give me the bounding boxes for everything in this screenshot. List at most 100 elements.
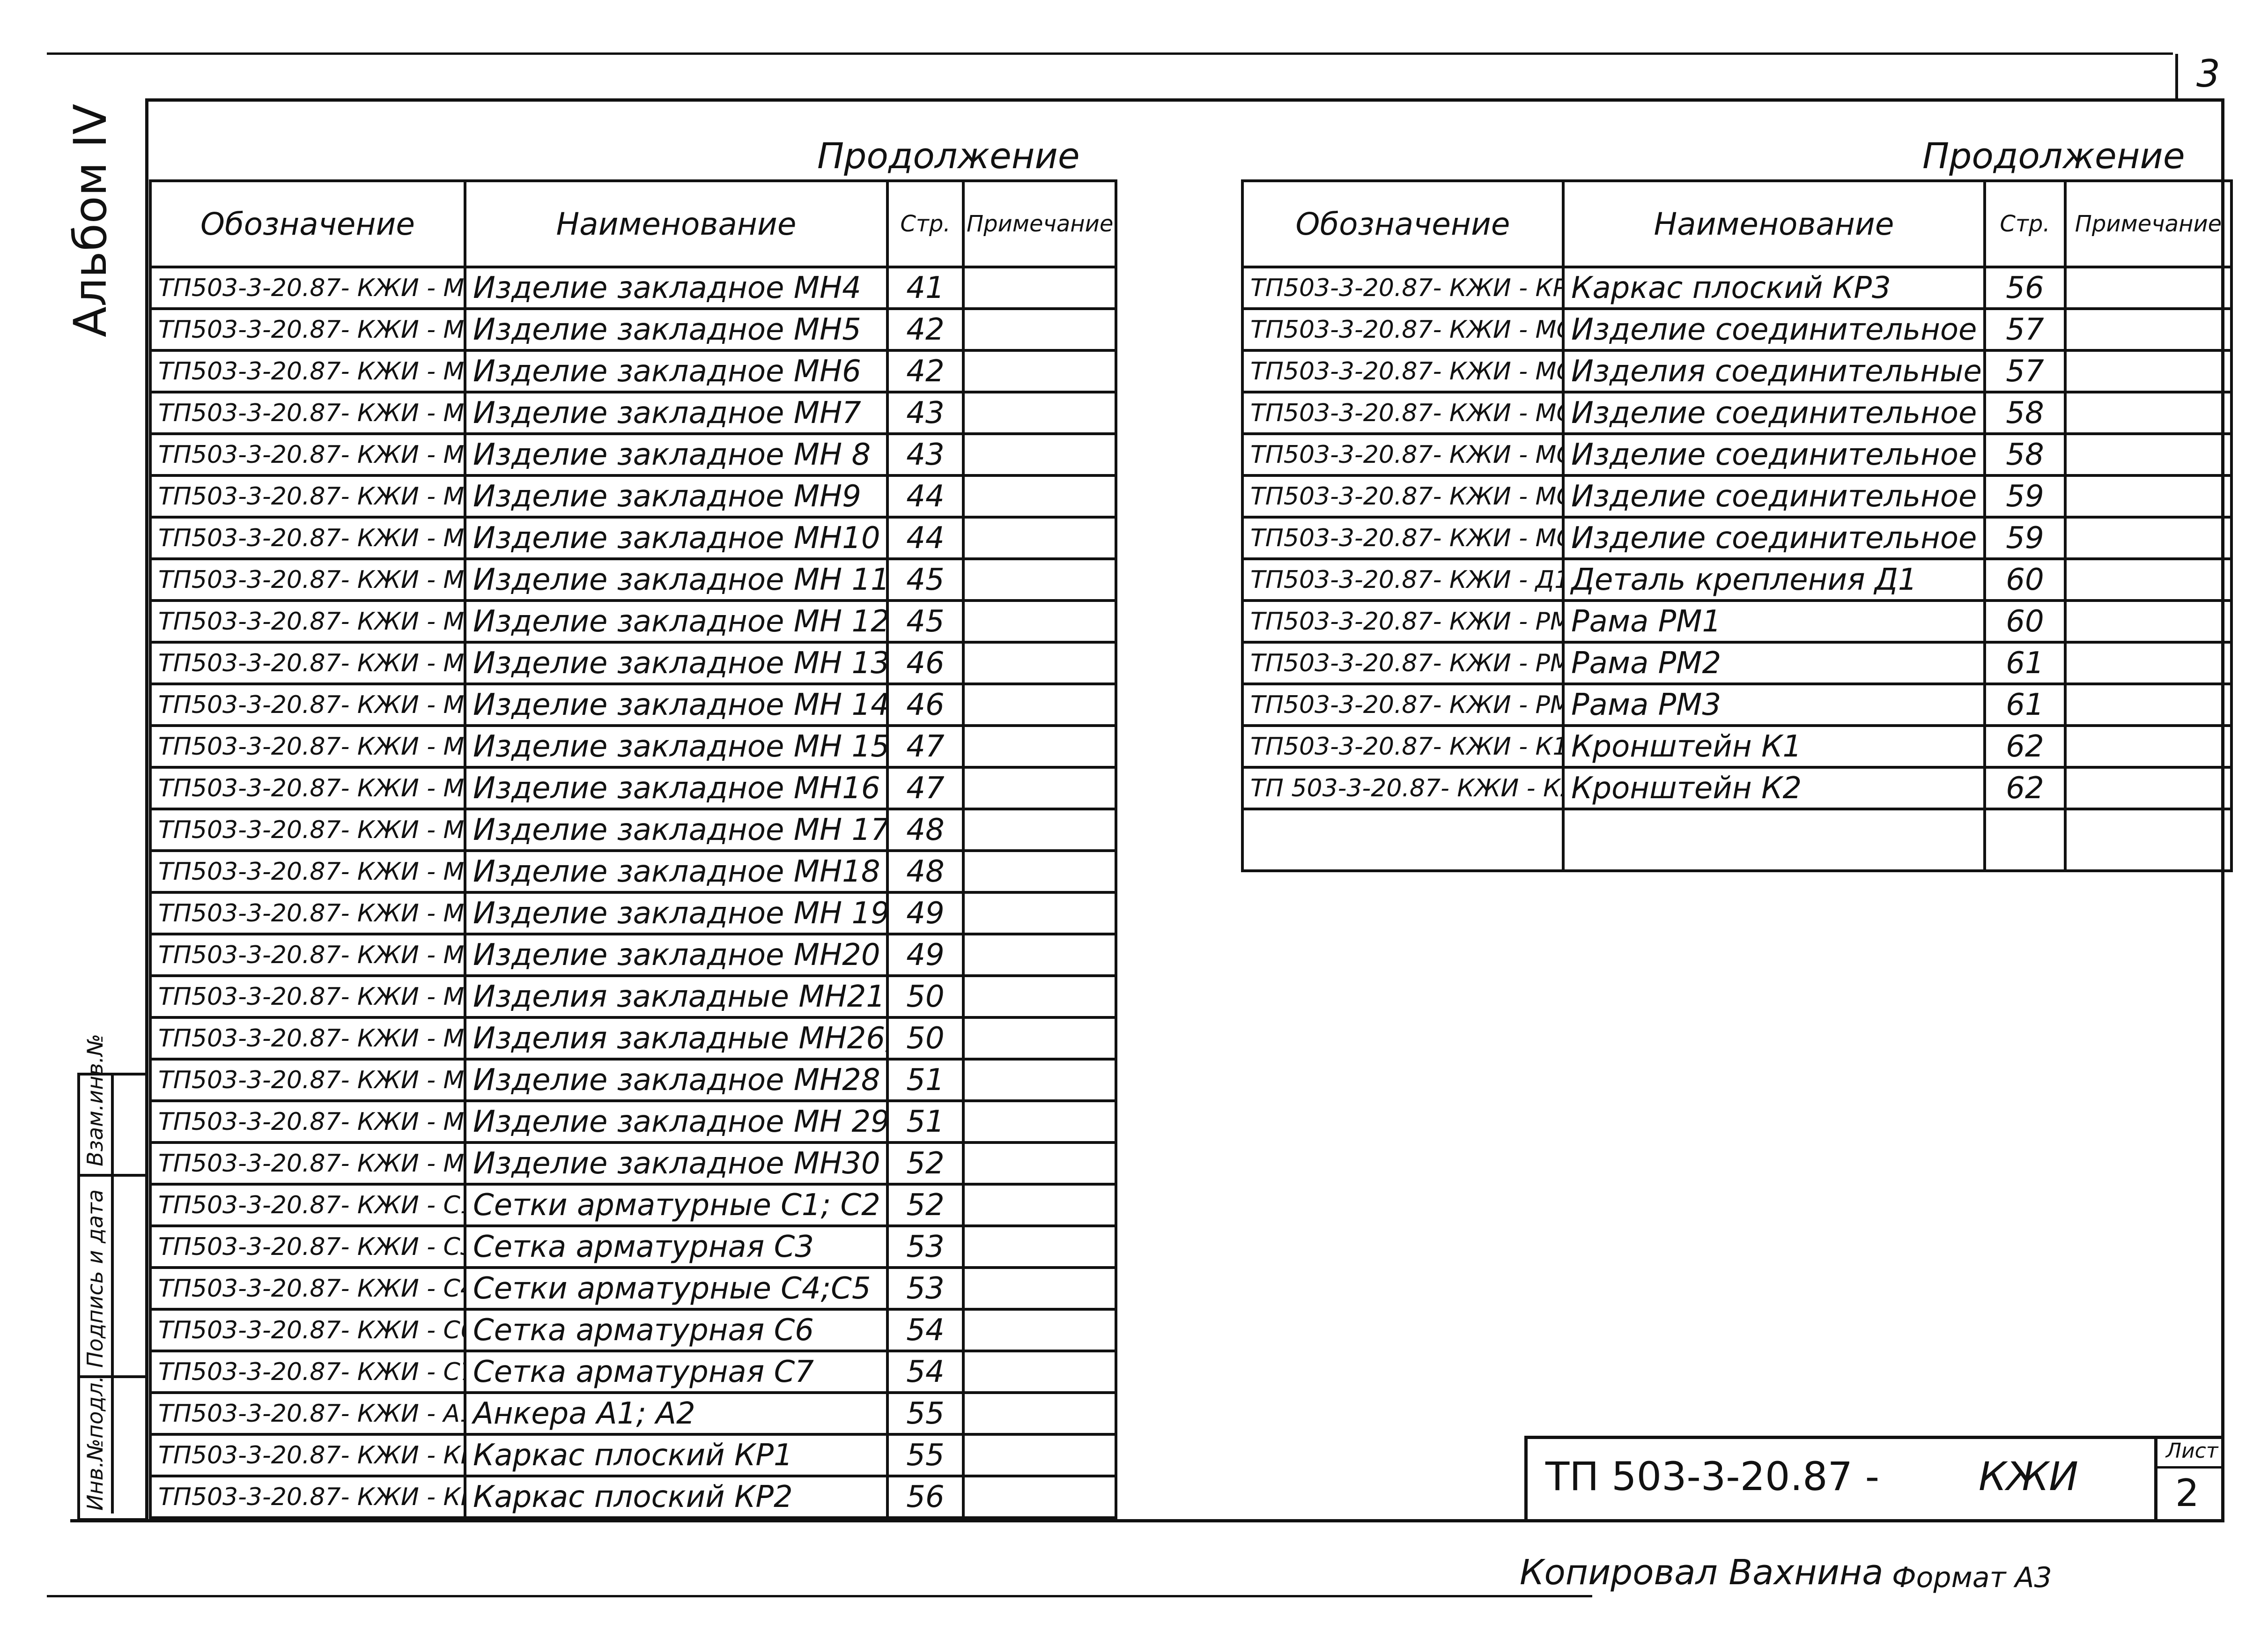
empty-cell — [1983, 808, 2067, 872]
page-cell: 42 — [886, 349, 965, 393]
copied-by-label: Копировал Вахнина — [1520, 1552, 1884, 1593]
side-stamp-divider — [111, 1076, 114, 1513]
note-cell — [962, 1099, 1117, 1144]
designation-cell: ТП503-3-20.87- КЖИ - С7 — [149, 1350, 466, 1394]
designation-cell: ТП503-3-20.87- КЖИ - РМ3 — [1241, 682, 1565, 727]
name-cell: Изделие закладное МН9 — [464, 474, 889, 519]
note-cell — [962, 1224, 1117, 1269]
right-table-header-row: Обозначение Наименование Стр. Примечание — [1241, 179, 2233, 268]
designation-cell: ТП503-3-20.87- КЖИ - МН26,МН27 — [149, 1016, 466, 1061]
note-cell — [962, 724, 1117, 769]
designation-cell: ТП503-3-20.87- КЖИ - МН9 — [149, 474, 466, 519]
name-cell: Изделие закладное МН 11 — [464, 557, 889, 602]
page-cell: 48 — [886, 808, 965, 852]
page-cell: 62 — [1983, 766, 2067, 810]
table-row: ТП503-3-20.87- КЖИ - МН18Изделие закладн… — [149, 849, 1117, 894]
note-cell — [962, 599, 1117, 644]
page-cell: 50 — [886, 974, 965, 1019]
page-cell: 53 — [886, 1266, 965, 1311]
name-cell: Рама РМ2 — [1562, 641, 1986, 685]
name-cell: Изделие закладное МН 13 — [464, 641, 889, 685]
frame-left-line — [145, 98, 148, 1522]
designation-cell: ТП503-3-20.87- КЖИ - МН18 — [149, 849, 466, 894]
top-trim-line — [47, 52, 2173, 55]
name-cell: Рама РМ1 — [1562, 599, 1986, 644]
page-cell: 41 — [886, 266, 965, 310]
designation-cell: ТП503-3-20.87- КЖИ - С1;С2 — [149, 1183, 466, 1227]
designation-cell: ТП503-3-20.87- КЖИ - КР1 — [149, 1433, 466, 1477]
name-cell: Изделие закладное МН7 — [464, 391, 889, 435]
designation-cell: ТП503-3-20.87- КЖИ - А1;А2 — [149, 1391, 466, 1436]
empty-table-row — [1241, 808, 2233, 872]
page-cell: 48 — [886, 849, 965, 894]
name-cell: Рама РМ3 — [1562, 682, 1986, 727]
table-row: ТП503-3-20.87- КЖИ - МН10Изделие закладн… — [149, 516, 1117, 560]
name-cell: Деталь крепления Д1 — [1562, 557, 1986, 602]
table-row: ТП503-3-20.87- КЖИ - МС2;МС3Изделия соед… — [1241, 349, 2233, 393]
header-page: Стр. — [886, 179, 965, 268]
designation-cell: ТП503-3-20.87- КЖИ - К1 — [1241, 724, 1565, 769]
note-cell — [2064, 557, 2233, 602]
designation-cell: ТП503-3-20.87- КЖИ - МС2;МС3 — [1241, 349, 1565, 393]
right-index-table: Обозначение Наименование Стр. Примечание… — [1241, 179, 2233, 872]
note-cell — [962, 474, 1117, 519]
page-cell: 56 — [1983, 266, 2067, 310]
page-cell: 44 — [886, 474, 965, 519]
page-cell: 47 — [886, 766, 965, 810]
name-cell: Изделие закладное МН 15 — [464, 724, 889, 769]
title-block-sheet-divider — [2154, 1436, 2157, 1522]
designation-cell: ТП503-3-20.87- КЖИ - МС4 — [1241, 391, 1565, 435]
page-cell: 45 — [886, 557, 965, 602]
designation-cell: ТП503-3-20.87- КЖИ - МН4 — [149, 266, 466, 310]
note-cell — [962, 516, 1117, 560]
name-cell: Изделие закладное МН30 — [464, 1141, 889, 1186]
page-cell: 46 — [886, 641, 965, 685]
trim-bottom-line — [47, 1595, 1592, 1597]
table-row: ТП503-3-20.87- КЖИ - МН19Изделие закладн… — [149, 891, 1117, 935]
note-cell — [2064, 516, 2233, 560]
name-cell: Изделия закладные МН26,МН27 — [464, 1016, 889, 1061]
note-cell — [962, 1183, 1117, 1227]
table-row: ТП503-3-20.87- КЖИ - А1;А2Анкера А1; А25… — [149, 1391, 1117, 1436]
table-row: ТП503-3-20.87- КЖИ - С1;С2Сетки арматурн… — [149, 1183, 1117, 1227]
name-cell: Сетки арматурные С1; С2 — [464, 1183, 889, 1227]
name-cell: Анкера А1; А2 — [464, 1391, 889, 1436]
note-cell — [962, 1266, 1117, 1311]
designation-cell: ТП503-3-20.87- КЖИ - МН20 — [149, 933, 466, 977]
page-cell: 42 — [886, 307, 965, 352]
note-cell — [2064, 766, 2233, 810]
table-row: ТП503-3-20.87- КЖИ - МН21÷МН25Изделия за… — [149, 974, 1117, 1019]
designation-cell: ТП503-3-20.87- КЖИ - С4;С5 — [149, 1266, 466, 1311]
page-cell: 54 — [886, 1308, 965, 1352]
title-block-section: КЖИ — [1979, 1454, 2078, 1499]
podpis-data-label: Подпись и дата — [82, 1189, 108, 1368]
page-cell: 51 — [886, 1099, 965, 1144]
note-cell — [2064, 391, 2233, 435]
page-cell: 61 — [1983, 641, 2067, 685]
note-cell — [962, 1016, 1117, 1061]
name-cell: Изделие закладное МН 19 — [464, 891, 889, 935]
table-row: ТП503-3-20.87- КЖИ - МН12Изделие закладн… — [149, 599, 1117, 644]
page-cell: 46 — [886, 682, 965, 727]
page-cell: 50 — [886, 1016, 965, 1061]
note-cell — [962, 766, 1117, 810]
page-cell: 58 — [1983, 391, 2067, 435]
name-cell: Изделие закладное МН28 — [464, 1058, 889, 1102]
page-cell: 52 — [886, 1141, 965, 1186]
note-cell — [962, 1433, 1117, 1477]
